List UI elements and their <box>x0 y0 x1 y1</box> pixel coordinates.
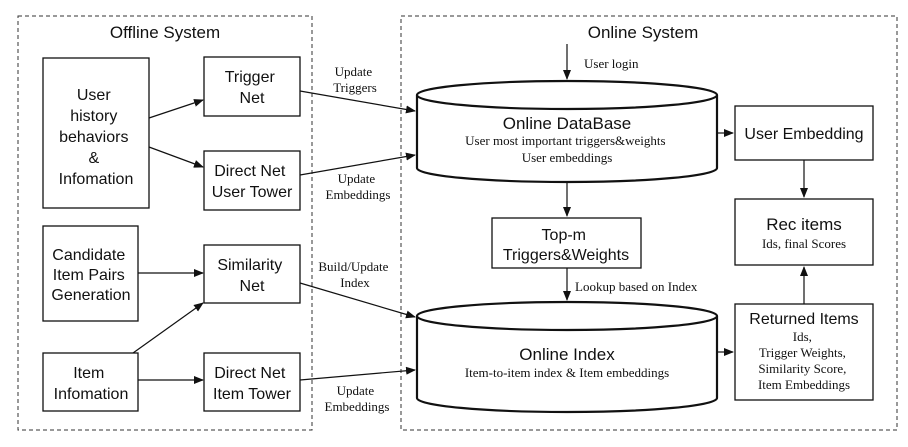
similarity-net-box: Similarity Net <box>203 244 301 304</box>
user-history-line: & <box>88 150 99 167</box>
user-history-box: User history behaviors & Infomation <box>42 57 150 209</box>
arrow-user-tower-to-database <box>299 152 416 176</box>
online-database-line: User most important triggers&weights <box>465 133 665 148</box>
trigger-net-line: Net <box>240 90 265 107</box>
item-information-line: Infomation <box>54 386 129 403</box>
online-index-cylinder: Online Index Item-to-item index & Item e… <box>415 300 719 414</box>
update-embeddings-item-label: Update Embeddings <box>325 383 390 414</box>
online-system-region: Online System <box>400 15 898 431</box>
online-database-line: User embeddings <box>522 150 613 165</box>
returned-items-details: Ids, Trigger Weights, Similarity Score, … <box>758 329 850 392</box>
update-embeddings-user-line: Embeddings <box>326 187 391 202</box>
update-embeddings-user-line: Update <box>338 171 376 186</box>
similarity-net-line: Similarity <box>217 257 282 274</box>
similarity-net-line: Net <box>240 278 265 295</box>
top-m-triggers-line: Triggers&Weights <box>503 247 629 264</box>
trigger-net-label: Trigger Net <box>225 69 280 107</box>
user-login-label: User login <box>584 56 639 71</box>
direct-net-item-tower-label: Direct Net Item Tower <box>213 365 292 403</box>
build-update-index-line: Index <box>340 275 370 290</box>
direct-net-user-tower-box: Direct Net User Tower <box>203 150 301 211</box>
update-embeddings-item-line: Update <box>337 383 375 398</box>
top-m-triggers-line: Top-m <box>542 227 586 244</box>
candidate-item-pairs-box: Candidate Item Pairs Generation <box>42 225 139 322</box>
candidate-item-pairs-line: Item Pairs <box>53 267 125 284</box>
top-m-triggers-label: Top-m Triggers&Weights <box>503 227 629 264</box>
user-history-line: Infomation <box>59 171 134 188</box>
direct-net-user-tower-label: Direct Net User Tower <box>212 163 293 201</box>
user-history-line: behaviors <box>59 129 128 146</box>
arrow-item-info-to-similarity-net <box>132 302 204 354</box>
online-database-title: Online DataBase <box>503 114 632 133</box>
returned-items-line: Similarity Score, <box>758 361 846 376</box>
similarity-net-label: Similarity Net <box>217 257 286 295</box>
update-triggers-line: Triggers <box>333 80 377 95</box>
user-embedding-box: User Embedding <box>734 105 874 161</box>
build-update-index-label: Build/Update Index <box>318 259 391 290</box>
trigger-net-line: Trigger <box>225 69 276 86</box>
direct-net-item-tower-box: Direct Net Item Tower <box>203 352 301 412</box>
online-index-title: Online Index <box>519 345 615 364</box>
rec-items-title: Rec items <box>766 215 842 234</box>
offline-system-title: Offline System <box>110 23 220 42</box>
arrow-history-to-trigger-net <box>148 99 204 119</box>
item-information-line: Item <box>73 365 104 382</box>
offline-system-region: Offline System <box>17 15 313 431</box>
returned-items-line: Item Embeddings <box>758 377 850 392</box>
rec-items-box: Rec items Ids, final Scores <box>734 198 874 266</box>
direct-net-item-tower-line: Direct Net <box>214 365 286 382</box>
direct-net-item-tower-line: Item Tower <box>213 386 292 403</box>
candidate-item-pairs-line: Generation <box>51 287 130 304</box>
lookup-label: Lookup based on Index <box>575 279 698 294</box>
build-update-index-line: Build/Update <box>318 259 388 274</box>
update-embeddings-item-line: Embeddings <box>325 399 390 414</box>
online-database-details: User most important triggers&weights Use… <box>465 133 669 165</box>
update-embeddings-user-label: Update Embeddings <box>326 171 391 202</box>
item-information-box: Item Infomation <box>42 352 139 412</box>
user-history-line: history <box>70 108 117 125</box>
user-history-label: User history behaviors & Infomation <box>59 87 134 188</box>
online-system-title: Online System <box>588 23 699 42</box>
online-database-cylinder: Online DataBase User most important trig… <box>415 79 719 184</box>
arrow-similarity-net-to-index <box>299 282 416 319</box>
returned-items-line: Ids, <box>793 329 812 344</box>
arrow-item-tower-to-index <box>299 366 416 381</box>
update-triggers-label: Update Triggers <box>333 64 377 95</box>
user-history-line: User <box>77 87 111 104</box>
returned-items-box: Returned Items Ids, Trigger Weights, Sim… <box>734 303 874 401</box>
returned-items-line: Trigger Weights, <box>759 345 846 360</box>
arrow-history-to-direct-net-user <box>148 146 204 168</box>
candidate-item-pairs-line: Candidate <box>52 247 125 264</box>
top-m-triggers-box: Top-m Triggers&Weights <box>491 217 642 269</box>
update-triggers-line: Update <box>335 64 373 79</box>
trigger-net-box: Trigger Net <box>203 56 301 117</box>
online-index-detail: Item-to-item index & Item embeddings <box>465 365 669 380</box>
arrow-trigger-net-to-database <box>299 90 416 114</box>
direct-net-user-tower-line: Direct Net <box>214 163 286 180</box>
candidate-item-pairs-label: Candidate Item Pairs Generation <box>51 247 130 304</box>
rec-items-detail: Ids, final Scores <box>762 236 846 251</box>
direct-net-user-tower-line: User Tower <box>212 184 293 201</box>
item-information-label: Item Infomation <box>54 365 129 403</box>
user-embedding-label: User Embedding <box>744 126 863 143</box>
returned-items-title: Returned Items <box>749 311 858 328</box>
